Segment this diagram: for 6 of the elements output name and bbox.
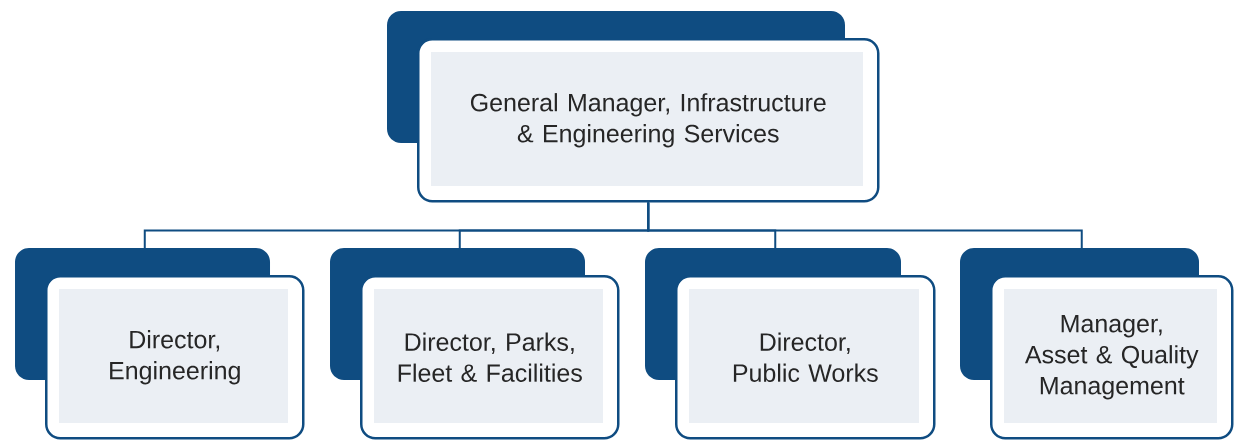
org-box: Director, Engineering — [15, 248, 305, 440]
org-box: Director, Public Works — [645, 248, 936, 440]
connector-line — [647, 201, 1083, 249]
org-box: Manager, Asset & Quality Management — [960, 248, 1234, 440]
org-box: Director, Parks, Fleet & Facilities — [330, 248, 620, 440]
org-box: General Manager, Infrastructure & Engineering Services — [387, 11, 880, 203]
